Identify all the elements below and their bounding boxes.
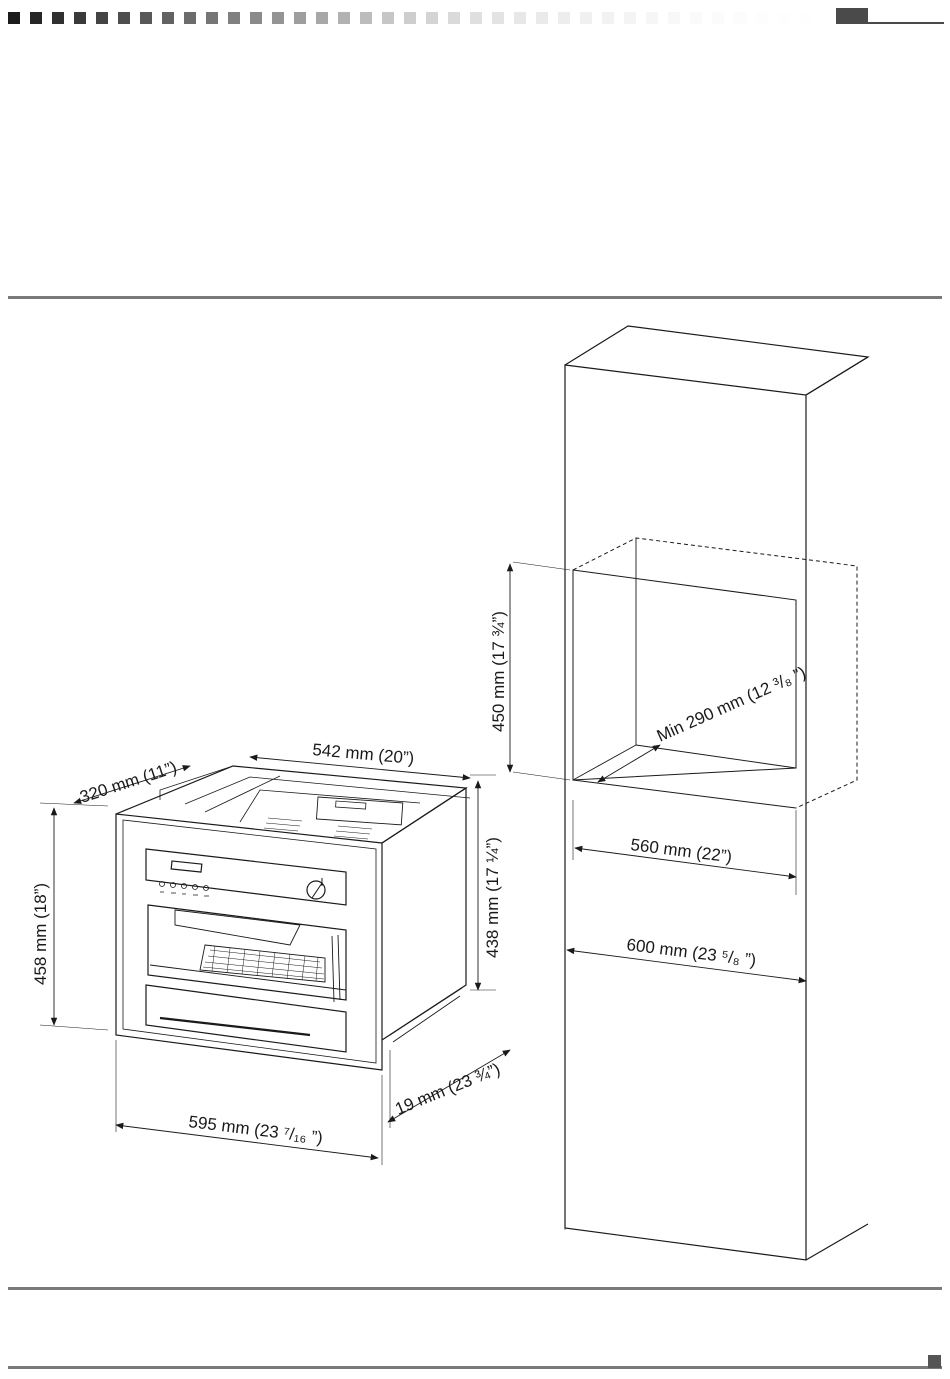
oven-front-frame: [116, 814, 382, 1070]
cabinet: [565, 326, 868, 1260]
brewing-area: [148, 905, 346, 1000]
label-320: 320 mm (11”): [77, 758, 179, 807]
label-290: Min 290 mm (12 ³/₈ ”): [654, 663, 809, 746]
top-vent-cover: [316, 797, 402, 825]
control-panel: [146, 849, 346, 905]
niche-back-edge: [573, 538, 857, 808]
oven-unit: [116, 766, 470, 1070]
oven-side: [382, 788, 466, 1040]
drawer-handle: [160, 1018, 310, 1035]
steam-wand: [332, 935, 340, 1002]
display: [171, 861, 202, 872]
label-458: 458 mm (18”): [31, 883, 50, 985]
dim-line-290: [598, 745, 660, 782]
label-595: 595 mm (23 ⁷/₁₆ ”): [188, 1112, 324, 1147]
cabinet-front: [565, 365, 806, 1260]
label-19: 19 mm (23 ¾”): [392, 1059, 502, 1118]
label-438: 438 mm (17 ¼”): [483, 837, 502, 958]
label-542: 542 mm (20”): [312, 740, 415, 768]
label-450: 450 mm (17 ¾”): [489, 611, 508, 732]
niche-opening: [573, 570, 796, 780]
drawer: [146, 985, 346, 1052]
slide-rail: [390, 988, 462, 1042]
label-600: 600 mm (23 ⁵/₈ ”): [626, 935, 758, 970]
